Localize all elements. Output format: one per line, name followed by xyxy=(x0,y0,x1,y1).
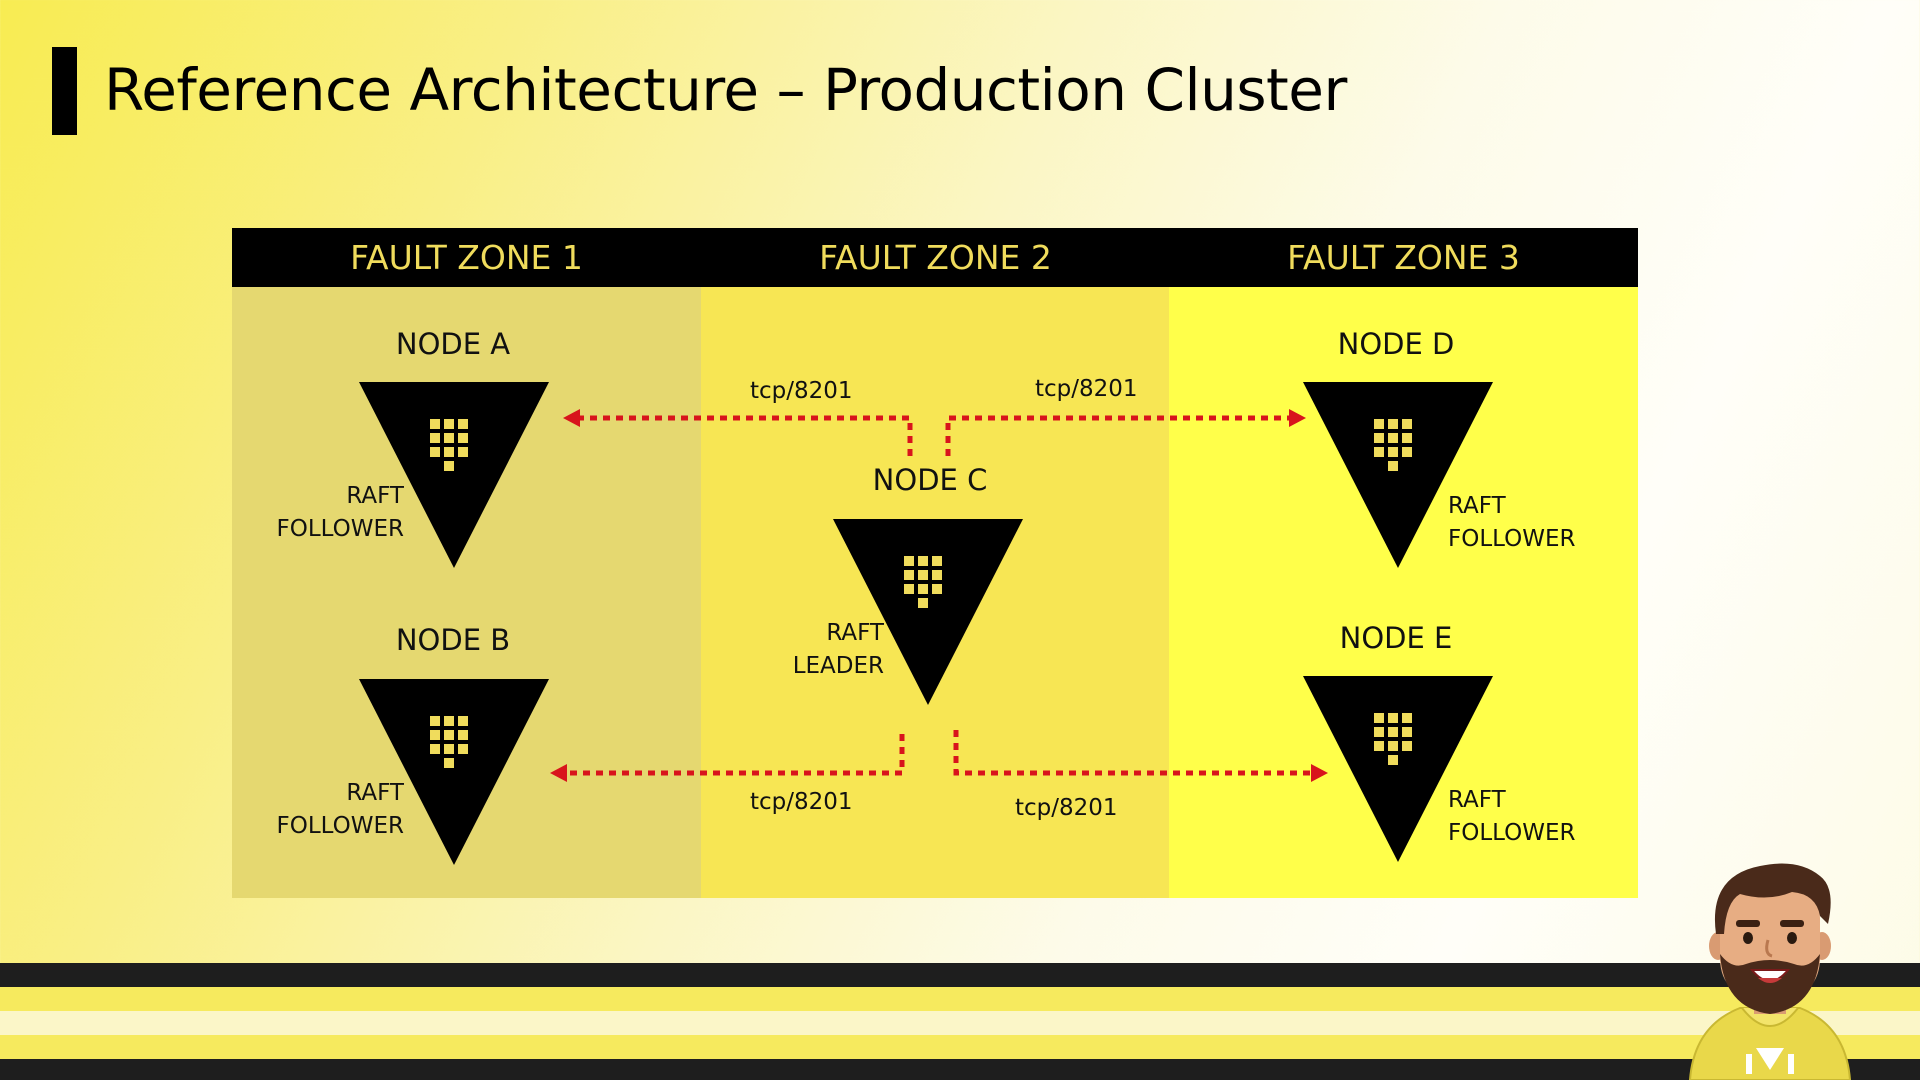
node-a-title: NODE A xyxy=(395,327,511,361)
vault-triangle-icon xyxy=(359,679,549,865)
footer-stripe-light xyxy=(0,1011,1920,1035)
node-a-role-line1: RAFT xyxy=(346,483,404,509)
port-label-c-to-d: tcp/8201 xyxy=(1035,376,1138,402)
footer-stripe-yellow-1 xyxy=(0,987,1920,1011)
fault-zone-2-label: FAULT ZONE 2 xyxy=(819,238,1052,277)
port-label-c-to-a: tcp/8201 xyxy=(750,378,853,404)
node-d-role-line2: FOLLOWER xyxy=(1448,526,1576,552)
port-label-c-to-e: tcp/8201 xyxy=(1015,795,1118,821)
node-c-role: RAFT LEADER xyxy=(742,617,884,683)
node-d-title: NODE D xyxy=(1337,327,1455,361)
fault-zone-1-label: FAULT ZONE 1 xyxy=(350,238,583,277)
node-e-role-line1: RAFT xyxy=(1448,787,1506,813)
fault-zone-3-label: FAULT ZONE 3 xyxy=(1287,238,1520,277)
node-d-role: RAFT FOLLOWER xyxy=(1448,490,1576,556)
node-a-role: RAFT FOLLOWER xyxy=(262,480,405,546)
footer-stripe-dark-bottom xyxy=(0,1059,1920,1080)
node-e-title: NODE E xyxy=(1339,621,1453,655)
node-e-role: RAFT FOLLOWER xyxy=(1448,784,1576,850)
node-a-role-line2: FOLLOWER xyxy=(276,516,405,542)
node-b-role-line1: RAFT xyxy=(346,780,404,806)
vault-triangle-icon xyxy=(833,519,1023,705)
node-c-title: NODE C xyxy=(872,463,988,497)
node-e-role-line2: FOLLOWER xyxy=(1448,820,1576,846)
node-b-title: NODE B xyxy=(395,623,511,657)
node-d-role-line1: RAFT xyxy=(1448,493,1506,519)
node-c-role-line1: RAFT xyxy=(826,620,884,646)
port-label-c-to-b: tcp/8201 xyxy=(750,789,853,815)
footer-stripe-yellow-2 xyxy=(0,1035,1920,1059)
footer-stripe-dark-top xyxy=(0,963,1920,987)
vault-triangle-icon xyxy=(359,382,549,568)
cluster-diagram: FAULT ZONE 1 FAULT ZONE 2 FAULT ZONE 3 t… xyxy=(232,228,1638,898)
title-accent-bar xyxy=(52,47,77,135)
presenter-avatar-icon xyxy=(1680,858,1860,1080)
node-b-role-line2: FOLLOWER xyxy=(276,813,405,839)
node-b-role: RAFT FOLLOWER xyxy=(262,777,405,843)
page-title: Reference Architecture – Production Clus… xyxy=(104,56,1347,124)
vault-triangle-icon xyxy=(1303,676,1493,862)
zone-header-bar: FAULT ZONE 1 FAULT ZONE 2 FAULT ZONE 3 xyxy=(232,228,1638,287)
node-c-role-line2: LEADER xyxy=(792,653,884,679)
vault-triangle-icon xyxy=(1303,382,1493,568)
